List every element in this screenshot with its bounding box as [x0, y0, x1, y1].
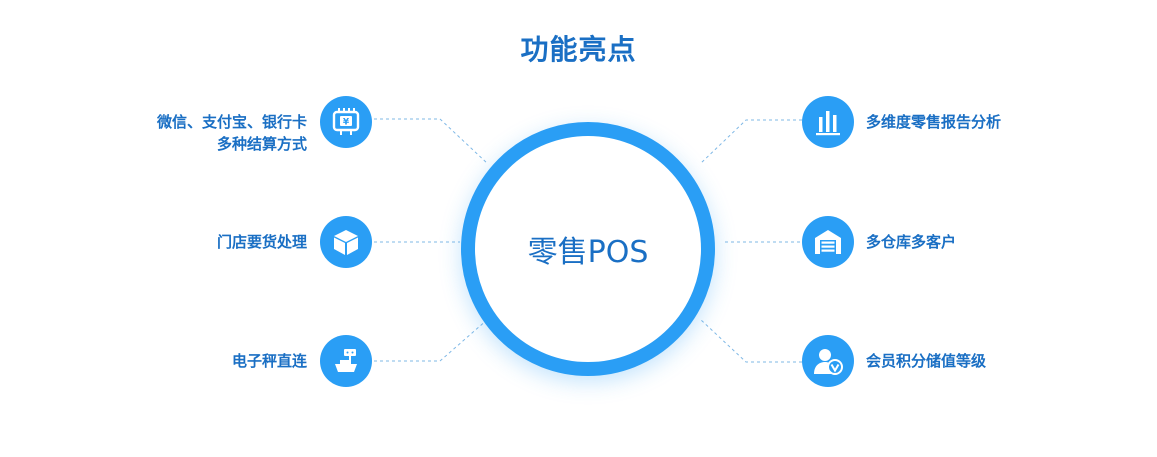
- connector-left-top: [374, 118, 489, 165]
- hub-label: 零售POS: [527, 235, 649, 270]
- connector-right-bottom: [699, 318, 802, 363]
- feature-scale-direct: 电子秤直连: [232, 350, 307, 372]
- package-box-icon: [320, 216, 372, 268]
- retail-pos-hub: 零售POS: [461, 122, 715, 376]
- bar-chart-icon: [802, 96, 854, 148]
- feature-report-label: 多维度零售报告分析: [866, 113, 1002, 131]
- feature-payment-line2: 多种结算方式: [216, 135, 307, 153]
- vip-member-icon: [802, 335, 854, 387]
- feature-retail-report: 多维度零售报告分析: [866, 111, 1001, 133]
- feature-replenishment-label: 门店要货处理: [216, 233, 307, 251]
- payment-terminal-icon: ¥: [320, 96, 372, 148]
- feature-member-points: 会员积分储值等级: [866, 350, 986, 372]
- feature-payment-line1: 微信、支付宝、银行卡: [156, 113, 307, 131]
- electronic-scale-icon: [320, 335, 372, 387]
- svg-text:¥: ¥: [343, 118, 350, 128]
- page-title: 功能亮点: [520, 33, 637, 66]
- feature-payment-methods: 微信、支付宝、银行卡 多种结算方式: [157, 111, 307, 155]
- feature-warehouse-label: 多仓库多客户: [866, 233, 957, 251]
- feature-scale-label: 电子秤直连: [231, 352, 307, 370]
- connector-right-top: [699, 119, 802, 165]
- warehouse-icon: [802, 216, 854, 268]
- feature-store-replenishment: 门店要货处理: [217, 231, 307, 253]
- feature-multi-warehouse: 多仓库多客户: [866, 231, 956, 253]
- connector-left-bottom: [374, 318, 489, 362]
- feature-member-label: 会员积分储值等级: [866, 352, 987, 370]
